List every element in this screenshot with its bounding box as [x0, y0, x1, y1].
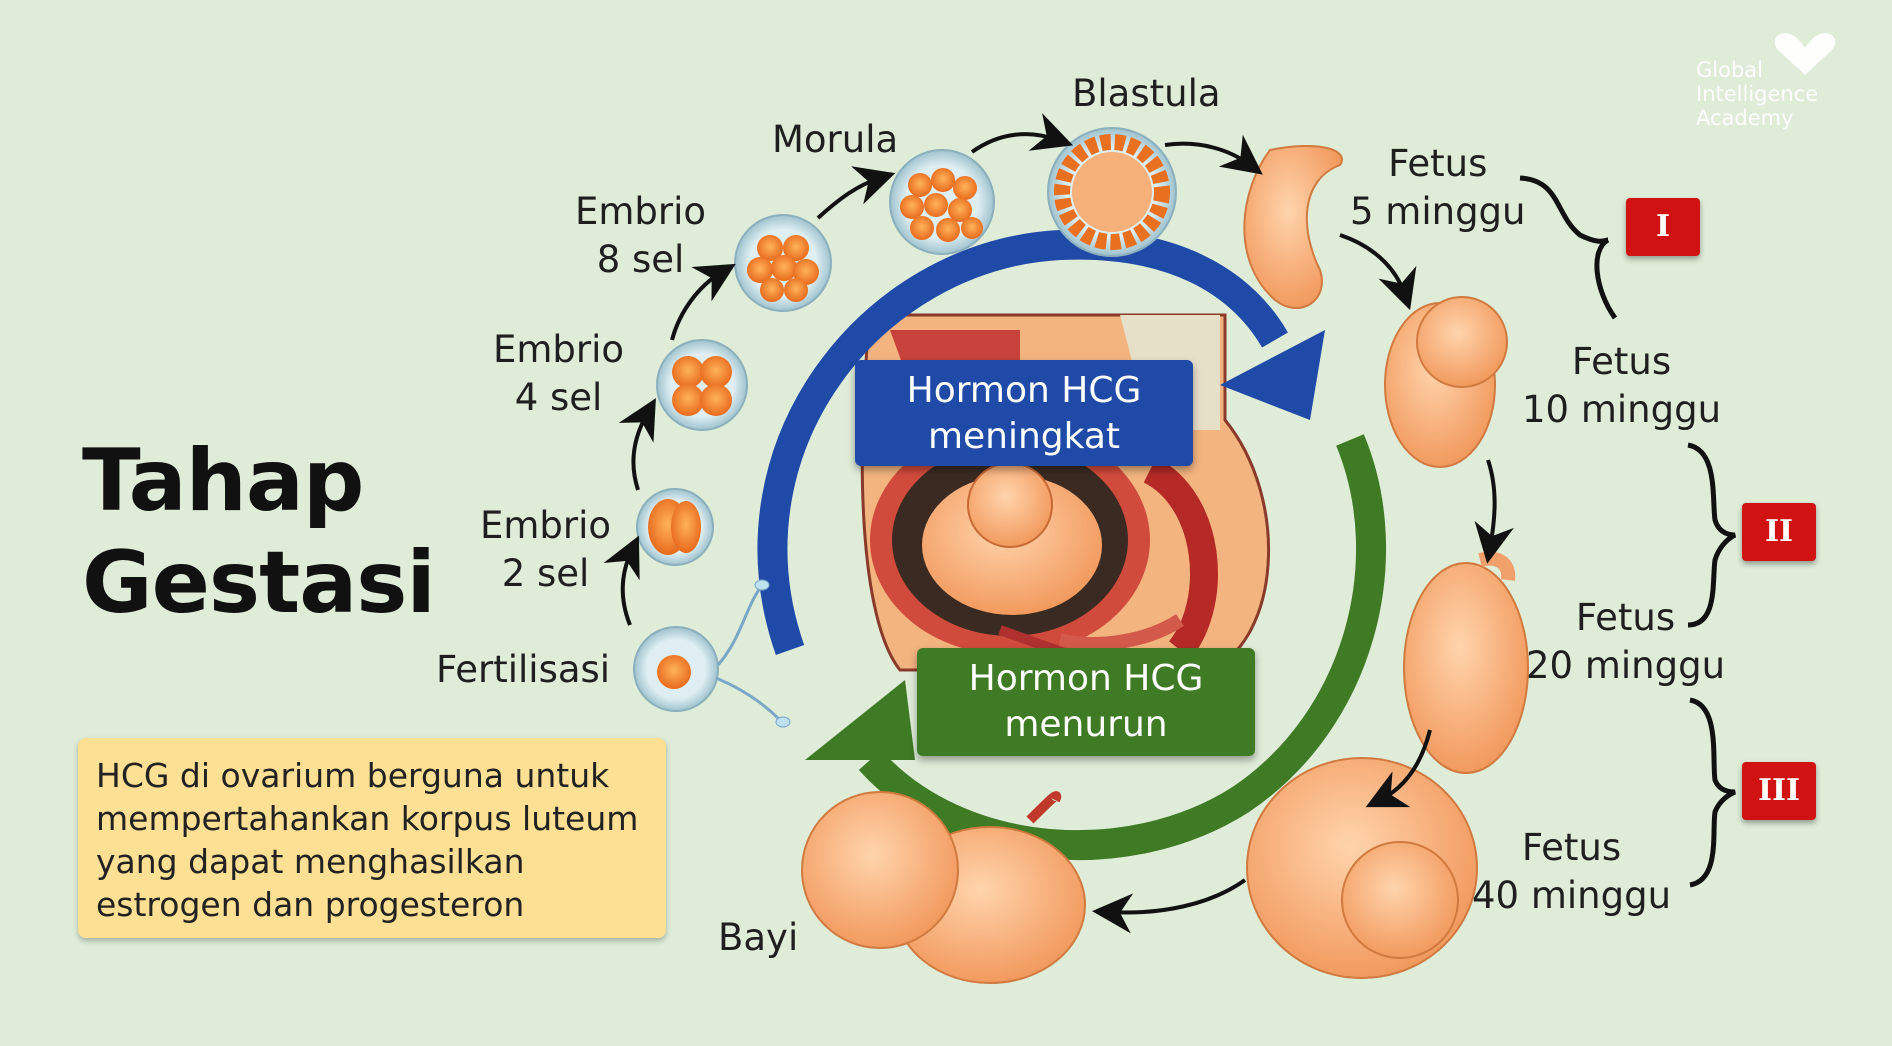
- title-line-1: Tahap: [82, 431, 364, 531]
- trimester-braces: [1519, 175, 1737, 888]
- label-embrio-4-sel: Embrio 4 sel: [493, 326, 624, 422]
- label-fetus-5-line1: Fetus: [1388, 142, 1488, 185]
- fetus-40-week-illustration: [1246, 757, 1478, 979]
- label-embrio-8-line2: 8 sel: [596, 238, 685, 281]
- note-line-1: HCG di ovarium berguna untuk: [96, 756, 610, 795]
- trimester-2-badge: II: [1742, 503, 1816, 561]
- blue-arrowhead: [1220, 330, 1325, 420]
- embryo-8-cell: [734, 214, 832, 312]
- hcg-info-note: HCG di ovarium berguna untuk mempertahan…: [78, 738, 666, 938]
- morula-cell: [889, 149, 995, 255]
- label-fetus-20-line1: Fetus: [1575, 596, 1676, 639]
- label-fetus-10-line2: 10 minggu: [1522, 388, 1722, 431]
- label-bayi: Bayi: [718, 916, 799, 959]
- fetus-20-week-illustration: [1403, 551, 1529, 774]
- watermark-line-2: Intelligence: [1696, 82, 1819, 106]
- fetus-5-week-illustration: [1243, 144, 1343, 310]
- baby-illustration: [801, 791, 1086, 984]
- label-fetus-20-line2: 20 minggu: [1526, 644, 1726, 687]
- label-fetus-10-line1: Fetus: [1571, 340, 1672, 383]
- label-morula: Morula: [772, 118, 899, 161]
- title-line-2: Gestasi: [82, 533, 436, 633]
- hcg-decrease-line1: Hormon HCG: [968, 658, 1204, 699]
- hcg-increase-box: Hormon HCG meningkat: [855, 360, 1193, 466]
- label-fertilisasi: Fertilisasi: [436, 648, 611, 691]
- hcg-increase-line2: meningkat: [927, 416, 1121, 457]
- page-title: Tahap Gestasi: [82, 430, 436, 634]
- label-embrio-4-line1: Embrio: [493, 328, 625, 371]
- note-line-3: yang dapat menghasilkan: [96, 842, 525, 881]
- watermark-line-1: Global: [1696, 58, 1763, 82]
- label-fetus-40-line2: 40 minggu: [1472, 874, 1672, 917]
- label-embrio-2-line2: 2 sel: [501, 552, 590, 595]
- label-embrio-2-line1: Embrio: [480, 504, 612, 547]
- label-embrio-4-line2: 4 sel: [514, 376, 603, 419]
- hcg-increase-line1: Hormon HCG: [906, 370, 1142, 411]
- label-fetus-10-minggu: Fetus 10 minggu: [1522, 338, 1721, 434]
- label-fetus-40-minggu: Fetus 40 minggu: [1472, 824, 1671, 920]
- hcg-decrease-line2: menurun: [1004, 704, 1168, 745]
- label-embrio-8-sel: Embrio 8 sel: [575, 188, 706, 284]
- label-fetus-5-line2: 5 minggu: [1350, 190, 1526, 233]
- embryo-4-cell: [656, 339, 748, 431]
- heart-logo-icon: [1774, 33, 1836, 75]
- note-line-2: mempertahankan korpus luteum: [96, 799, 639, 838]
- embryo-2-cell: [636, 488, 714, 566]
- note-line-4: estrogen dan progesteron: [96, 885, 525, 924]
- label-fetus-5-minggu: Fetus 5 minggu: [1350, 140, 1526, 236]
- blastula-cell: [1047, 127, 1177, 257]
- hcg-decrease-box: Hormon HCG menurun: [917, 648, 1255, 756]
- fetus-10-week-illustration: [1384, 296, 1508, 468]
- label-embrio-2-sel: Embrio 2 sel: [480, 502, 611, 598]
- fertilisation-cell: [633, 579, 791, 728]
- label-blastula: Blastula: [1072, 72, 1221, 115]
- green-arrowhead: [805, 680, 915, 760]
- label-embrio-8-line1: Embrio: [575, 190, 707, 233]
- watermark-text: Global Intelligence Academy: [1696, 58, 1836, 130]
- progression-arrows: [603, 113, 1514, 934]
- label-fetus-20-minggu: Fetus 20 minggu: [1526, 594, 1725, 690]
- trimester-3-badge: III: [1742, 762, 1816, 820]
- label-fetus-40-line1: Fetus: [1521, 826, 1622, 869]
- watermark-line-3: Academy: [1696, 106, 1794, 130]
- trimester-1-badge: I: [1626, 198, 1700, 256]
